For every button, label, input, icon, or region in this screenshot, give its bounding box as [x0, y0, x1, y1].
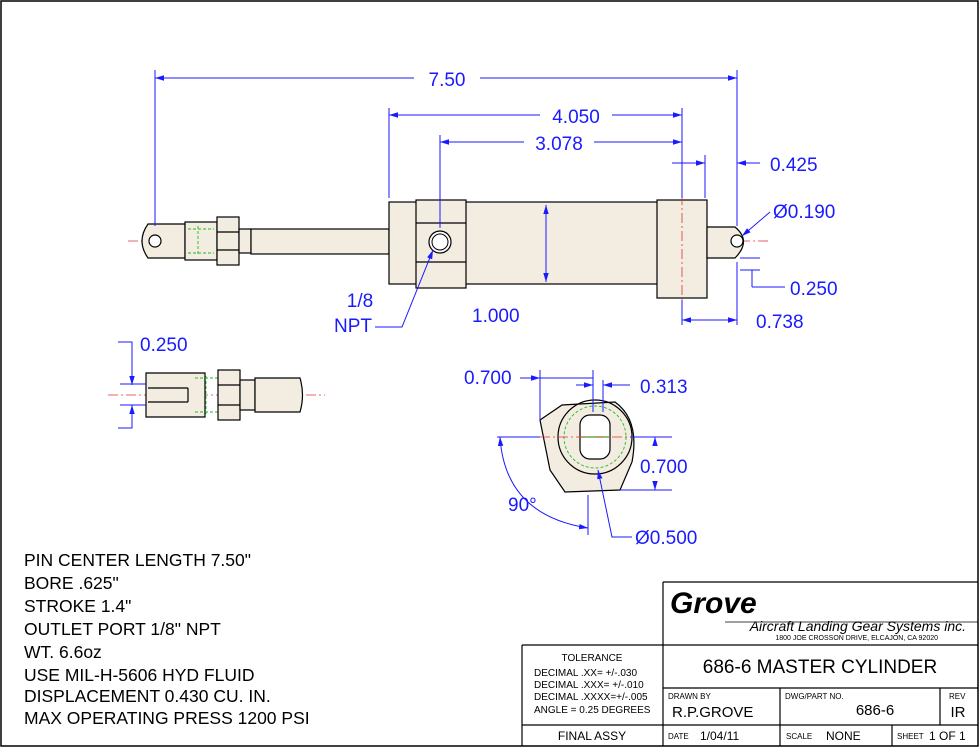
note-line: USE MIL-H-5606 HYD FLUID: [24, 665, 254, 685]
company-logo: Grove: [670, 587, 757, 620]
note-line: PIN CENTER LENGTH 7.50": [24, 550, 251, 570]
rev-value: IR: [951, 704, 966, 721]
dim-bore-diameter: Ø0.500: [635, 528, 697, 549]
note-line: STROKE 1.4": [24, 596, 131, 616]
date-value: 1/04/11: [700, 729, 739, 743]
scale-label: SCALE: [786, 732, 812, 741]
scale-value: NONE: [826, 729, 861, 743]
dim-port-to-cap: 3.078: [535, 134, 583, 155]
tolerance-line: DECIMAL .XXXX=+/-.005: [534, 692, 648, 703]
npt-size-label: 1/8: [347, 291, 373, 312]
cylinder-side-view: [128, 195, 770, 300]
dim-body-length: 4.050: [552, 107, 600, 128]
dim-0250-right: 0.250: [790, 279, 838, 300]
company-address: 1800 JOE CROSSON DRIVE, ELCAJON, CA 9202…: [775, 635, 938, 642]
dim-body-diameter: 1.000: [472, 306, 520, 327]
note-line: OUTLET PORT 1/8" NPT: [24, 619, 221, 639]
spec-notes: PIN CENTER LENGTH 7.50" BORE .625" STROK…: [24, 550, 310, 728]
title-block: [521, 581, 978, 746]
date-label: DATE: [668, 732, 689, 741]
drawn-by-label: DRAWN BY: [668, 692, 711, 701]
dim-0425: 0.425: [770, 155, 818, 176]
dim-0313: 0.313: [640, 377, 688, 398]
npt-label: NPT: [334, 316, 372, 337]
final-assy-label: FINAL ASSY: [558, 729, 626, 743]
note-line: BORE .625": [24, 573, 119, 593]
dim-angle: 90°: [508, 495, 537, 516]
tolerance-line: ANGLE = 0.25 DEGREES: [534, 705, 651, 716]
note-line: WT. 6.6oz: [24, 642, 102, 662]
dim-0738: 0.738: [756, 312, 804, 333]
note-line: MAX OPERATING PRESS 1200 PSI: [24, 708, 310, 728]
rev-label: REV: [949, 692, 966, 701]
dwg-label: DWG/PART NO.: [785, 692, 844, 701]
extension-lines: [154, 70, 760, 325]
dim-0250-left: 0.250: [140, 335, 188, 356]
dim-0700-top: 0.700: [464, 368, 512, 389]
sheet-value: 1 OF 1: [929, 729, 966, 743]
dim-0700-right: 0.700: [640, 457, 688, 478]
clevis-top-view: [108, 341, 325, 429]
end-view-dimension-lines: [497, 370, 672, 538]
dwg-number: 686-6: [856, 702, 894, 719]
tolerance-title: TOLERANCE: [562, 653, 623, 664]
tolerance-line: DECIMAL .XXX= +/-.010: [534, 680, 644, 691]
end-view: [539, 399, 655, 493]
drawn-by-value: R.P.GROVE: [672, 704, 753, 721]
drawing-title: 686-6 MASTER CYLINDER: [703, 657, 937, 678]
dim-overall-length: 7.50: [429, 70, 466, 91]
dimension-lines: [155, 75, 785, 328]
dim-pin-diameter: Ø0.190: [773, 202, 835, 223]
sheet-label: SHEET: [897, 732, 924, 741]
note-line: DISPLACEMENT 0.430 CU. IN.: [24, 686, 271, 706]
tolerance-line: DECIMAL .XX= +/-.030: [534, 668, 637, 679]
company-name: Aircraft Landing Gear Systems inc.: [749, 618, 966, 634]
